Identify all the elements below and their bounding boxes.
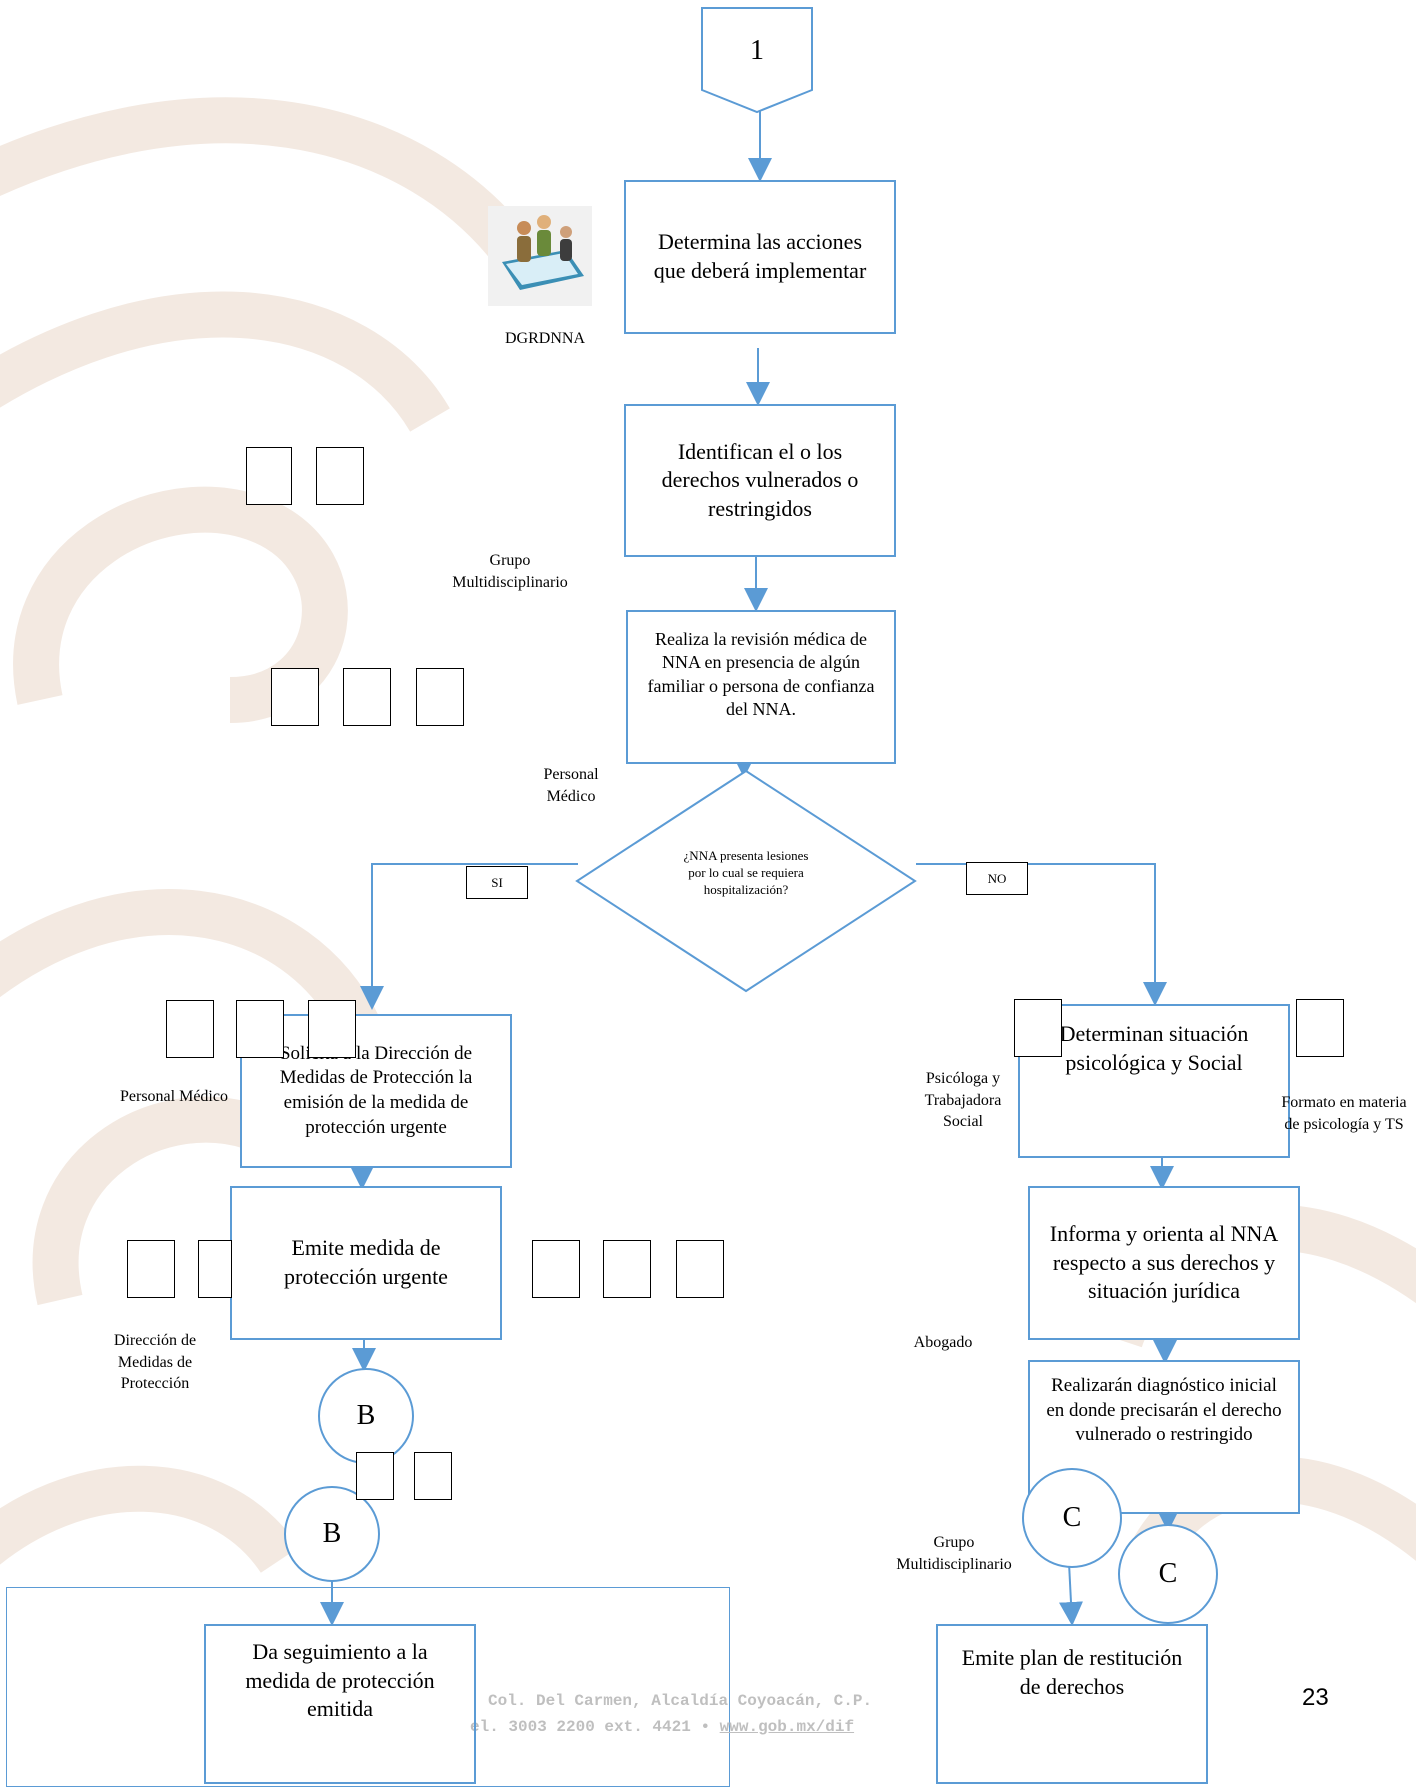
- footer-phone: el. 3003 2200 ext. 4421 • www.gob.mx/dif: [470, 1718, 854, 1736]
- footer-address: Col. Del Carmen, Alcaldía Coyoacán, C.P.: [488, 1692, 873, 1710]
- step-plan: Emite plan de restitución de derechos: [936, 1624, 1208, 1784]
- footer-link[interactable]: www.gob.mx/dif: [719, 1718, 855, 1736]
- step-revision-text: Realiza la revisión médica de NNA en pre…: [647, 629, 875, 720]
- placeholder-box: [166, 1000, 214, 1058]
- start-connector-label: 1: [750, 35, 764, 66]
- connector-c-1: C: [1022, 1468, 1122, 1568]
- placeholder-box: [1014, 999, 1062, 1057]
- footer-phone-text: el. 3003 2200 ext. 4421 •: [470, 1718, 711, 1736]
- placeholder-box: [127, 1240, 175, 1298]
- step-determinan-text: Determinan situación psicológica y Socia…: [1059, 1021, 1249, 1075]
- step-emite-medida-text: Emite medida de protección urgente: [284, 1235, 448, 1289]
- step-emite-medida: Emite medida de protección urgente: [230, 1186, 502, 1340]
- placeholder-box: [246, 447, 292, 505]
- step-plan-text: Emite plan de restitución de derechos: [961, 1645, 1183, 1699]
- step-seguimiento-text: Da seguimiento a la medida de protección…: [245, 1639, 435, 1722]
- people-meeting-icon: [488, 206, 592, 306]
- connector-c-2: C: [1118, 1524, 1218, 1624]
- no-label: NO: [966, 862, 1028, 895]
- decision-diamond: [575, 769, 917, 993]
- placeholder-box: [603, 1240, 651, 1298]
- step-identifican-text: Identifican el o los derechos vulnerados…: [661, 438, 859, 521]
- placeholder-box: [308, 1000, 356, 1058]
- actor-grupo-multidisciplinario-1: Grupo Multidisciplinario: [452, 552, 568, 591]
- step-determinan: Determinan situación psicológica y Socia…: [1018, 1004, 1290, 1158]
- yes-label: SI: [466, 866, 528, 899]
- placeholder-box: [271, 668, 319, 726]
- connector-b-2: B: [284, 1486, 380, 1582]
- actor-abogado: Abogado: [913, 1334, 973, 1351]
- actor-personal-medico-1: Personal Médico: [543, 766, 599, 805]
- step-identifican: Identifican el o los derechos vulnerados…: [624, 404, 896, 557]
- actor-grupo-multidisciplinario-2: Grupo Multidisciplinario: [896, 1534, 1012, 1573]
- step-seguimiento: Da seguimiento a la medida de protección…: [204, 1624, 476, 1784]
- step-revision: Realiza la revisión médica de NNA en pre…: [626, 610, 896, 764]
- actor-psicologa-trabajadora: Psicóloga y Trabajadora Social: [924, 1070, 1002, 1131]
- step-seguimiento-frame: [204, 1624, 476, 1784]
- step-diagnostico-text: Realizarán diagnóstico inicial en donde …: [1046, 1375, 1282, 1446]
- placeholder-box: [416, 668, 464, 726]
- connector-b-1: B: [318, 1368, 414, 1464]
- step-determina-text: Determina las acciones que deberá implem…: [653, 229, 867, 283]
- step-determina: Determina las acciones que deberá implem…: [624, 180, 896, 334]
- page-number: 23: [1302, 1684, 1329, 1711]
- actor-formato: Formato en materia de psicología y TS: [1281, 1094, 1407, 1133]
- decision-text: ¿NNA presenta lesiones por lo cual se re…: [683, 848, 809, 897]
- actor-personal-medico-2: Personal Médico: [120, 1088, 228, 1105]
- step-solicita-text: Solicita a la Dirección de Medidas de Pr…: [279, 1042, 473, 1138]
- placeholder-box: [356, 1452, 394, 1500]
- placeholder-box: [676, 1240, 724, 1298]
- placeholder-box: [236, 1000, 284, 1058]
- actor-direccion-medidas: Dirección de Medidas de Protección: [113, 1332, 197, 1393]
- actor-dgrdnna: DGRDNNA: [505, 330, 585, 347]
- placeholder-box: [532, 1240, 580, 1298]
- placeholder-box: [1296, 999, 1344, 1057]
- step-informa: Informa y orienta al NNA respecto a sus …: [1028, 1186, 1300, 1340]
- placeholder-box: [198, 1240, 232, 1298]
- placeholder-box: [343, 668, 391, 726]
- placeholder-box: [316, 447, 364, 505]
- step-informa-text: Informa y orienta al NNA respecto a sus …: [1049, 1221, 1279, 1304]
- placeholder-box: [414, 1452, 452, 1500]
- start-connector: [701, 7, 813, 114]
- step-solicita: Solicita a la Dirección de Medidas de Pr…: [240, 1014, 512, 1168]
